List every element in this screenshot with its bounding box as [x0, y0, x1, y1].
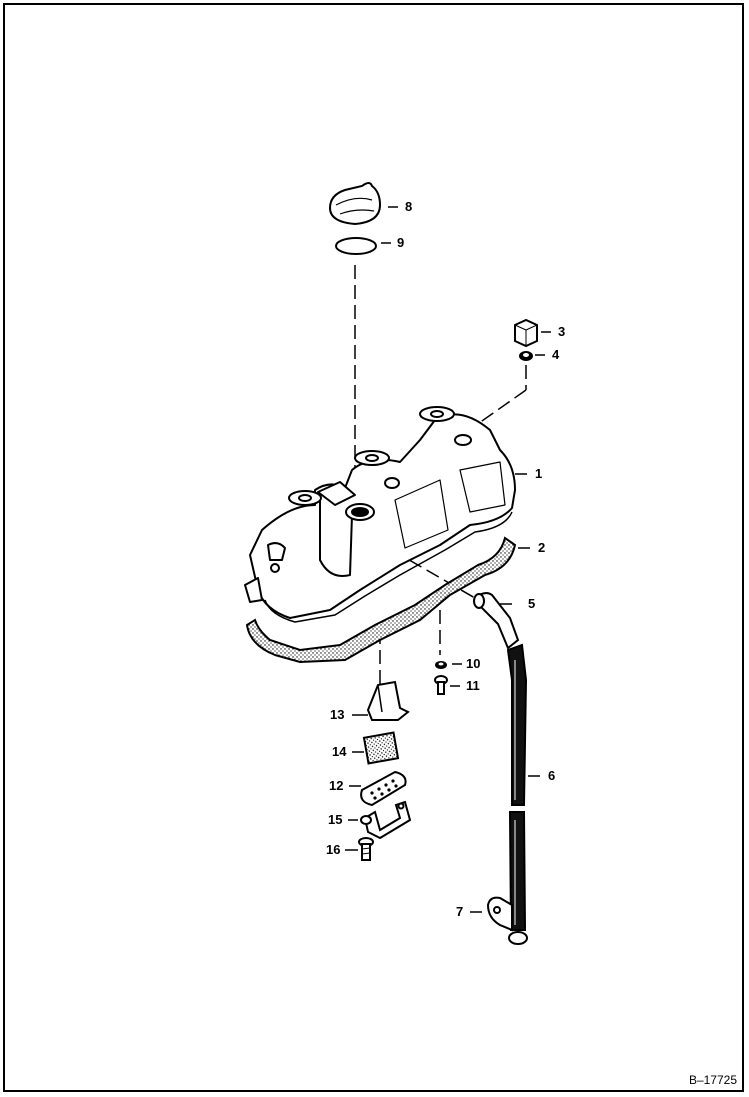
callout-3: 3 [558, 324, 566, 339]
callout-14: 14 [332, 744, 347, 759]
perforated-plate [360, 770, 407, 807]
breather-elbow [473, 592, 520, 650]
callout-12: 12 [329, 778, 344, 793]
callout-7: 7 [456, 904, 464, 919]
washer-hole [523, 353, 529, 357]
callout-11: 11 [466, 678, 480, 693]
cap-nut [514, 318, 538, 348]
callout-10: 10 [466, 656, 481, 671]
washer-10 [435, 661, 447, 669]
callout-8: 8 [405, 199, 413, 214]
breather-housing [366, 680, 410, 721]
valve-cover [244, 406, 516, 623]
callout-6: 6 [548, 768, 556, 783]
leader-lines [345, 206, 551, 913]
retaining-clip [360, 800, 412, 840]
callout-16: 16 [326, 842, 341, 857]
figure-id: B–17725 [688, 1073, 737, 1087]
callout-15: 15 [328, 812, 343, 827]
callout-9: 9 [397, 235, 405, 250]
callout-4: 4 [552, 347, 560, 362]
oil-filler-cap [328, 182, 382, 226]
callout-13: 13 [330, 707, 345, 722]
filter-element [362, 731, 400, 765]
screw-16 [358, 837, 374, 861]
callout-1: 1 [535, 466, 543, 481]
valve-cover-gasket [245, 536, 517, 664]
callout-5: 5 [528, 596, 536, 611]
callout-2: 2 [538, 540, 546, 555]
o-ring [335, 237, 377, 255]
tube-bracket [486, 896, 528, 945]
breather-tube [506, 643, 528, 931]
bolt-11 [434, 675, 448, 695]
